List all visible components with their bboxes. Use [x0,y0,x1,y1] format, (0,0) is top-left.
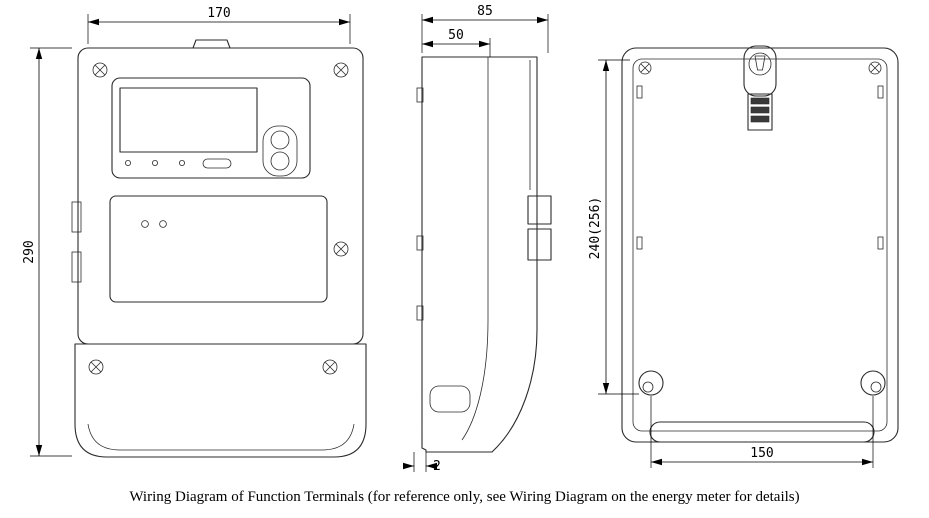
bottom-rail [649,421,875,443]
rear-view [621,45,899,443]
dim-side-step: 2 [403,452,441,474]
front-view [71,39,367,458]
dim-rear-height-label: 240(256) [588,197,603,260]
name-plate [109,195,328,303]
led-icon [125,159,132,166]
led-icon [178,159,185,166]
dim-front-height: 290 [22,47,72,457]
mounting-hole [638,370,664,396]
screw-icon [88,62,349,375]
lcd-screen [119,87,258,153]
dim-rear-span: 150 [650,396,874,468]
figure-caption: Wiring Diagram of Function Terminals (fo… [129,489,800,505]
dim-front-width-label: 170 [207,6,230,21]
terminal-block [527,195,552,225]
led-icon [159,220,167,228]
clip [416,235,424,251]
mounting-hole [860,370,886,396]
button-pod [262,125,298,177]
button-icon [270,151,290,171]
led-icon [151,159,158,166]
screw-icon [638,61,882,75]
display-bezel [111,77,311,179]
terminal-block [527,228,552,261]
dim-side-top-label: 50 [448,28,464,43]
side-view [416,56,552,453]
dim-side-step-label: 2 [433,459,441,474]
slot [877,85,884,99]
dim-side-depth: 85 [421,4,549,53]
foot-detail [429,385,471,413]
clip [416,87,424,103]
hinge [71,201,82,233]
button-icon [270,130,290,150]
dim-front-height-label: 290 [22,240,37,263]
ir-window [202,158,232,169]
slot [636,85,643,99]
clip [416,305,424,321]
hanging-bracket [743,45,777,131]
dim-rear-height: 240(256) [588,59,639,395]
dim-rear-span-label: 150 [750,446,773,461]
dim-side-depth-label: 85 [477,4,493,19]
led-icon [141,220,149,228]
dim-front-width: 170 [87,6,351,44]
slot [636,236,643,250]
dim-side-top: 50 [422,28,491,57]
hinge [71,251,82,283]
slot [877,236,884,250]
